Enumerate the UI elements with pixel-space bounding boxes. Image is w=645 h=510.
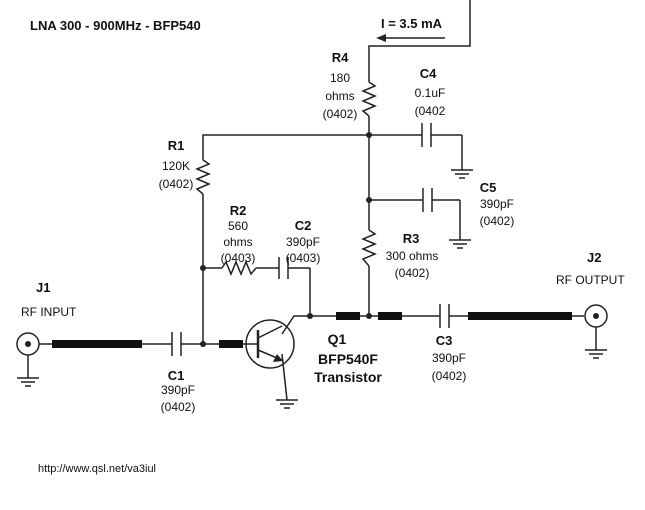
c4-value: 0.1uF bbox=[415, 86, 446, 100]
connector-j2 bbox=[584, 304, 608, 328]
r2-value: 560 bbox=[228, 219, 248, 233]
label-r2: R2 560 ohms (0403) bbox=[221, 203, 256, 265]
c3-ref: C3 bbox=[436, 333, 453, 348]
j2-name: RF OUTPUT bbox=[556, 273, 625, 287]
r4-package: (0402) bbox=[323, 107, 358, 121]
c5-ref: C5 bbox=[480, 180, 497, 195]
source-url: http://www.qsl.net/va3iul bbox=[38, 463, 156, 475]
j2-ref: J2 bbox=[587, 250, 601, 265]
resistor-r1 bbox=[195, 159, 211, 195]
capacitor-c1 bbox=[171, 332, 182, 356]
transmission-lines bbox=[52, 312, 572, 348]
c3-value: 390pF bbox=[432, 351, 466, 365]
c1-value: 390pF bbox=[161, 383, 195, 397]
capacitor-c4 bbox=[421, 123, 432, 147]
c5-package: (0402) bbox=[480, 214, 515, 228]
c3-package: (0402) bbox=[432, 369, 467, 383]
r1-ref: R1 bbox=[168, 138, 185, 153]
connector-j1 bbox=[16, 332, 40, 356]
j1-ref: J1 bbox=[36, 280, 50, 295]
r3-value: 300 ohms bbox=[386, 249, 439, 263]
label-r1: R1 120K (0402) bbox=[159, 138, 194, 191]
c1-package: (0402) bbox=[161, 400, 196, 414]
capacitor-c2 bbox=[278, 257, 289, 279]
c2-ref: C2 bbox=[295, 218, 312, 233]
r1-value: 120K bbox=[162, 159, 190, 173]
r2-ref: R2 bbox=[230, 203, 247, 218]
r1-package: (0402) bbox=[159, 177, 194, 191]
c4-ref: C4 bbox=[420, 66, 437, 81]
r4-ref: R4 bbox=[332, 50, 349, 65]
resistor-r4 bbox=[361, 81, 377, 117]
ground-symbols bbox=[16, 169, 608, 409]
r4-unit: ohms bbox=[325, 89, 354, 103]
capacitor-c3 bbox=[439, 304, 450, 328]
label-r3: R3 300 ohms (0402) bbox=[386, 231, 439, 280]
r4-value: 180 bbox=[330, 71, 350, 85]
q1-part: BFP540F bbox=[318, 351, 378, 367]
label-q1: Q1 BFP540F Transistor bbox=[314, 331, 382, 385]
c2-package: (0403) bbox=[286, 251, 321, 265]
label-c2: C2 390pF (0403) bbox=[286, 218, 321, 265]
label-r4: R4 180 ohms (0402) bbox=[323, 50, 358, 121]
resistor-r3 bbox=[361, 229, 377, 267]
r3-package: (0402) bbox=[395, 266, 430, 280]
r3-ref: R3 bbox=[403, 231, 420, 246]
label-c1: C1 390pF (0402) bbox=[161, 368, 196, 414]
c2-value: 390pF bbox=[286, 235, 320, 249]
current-label: I = 3.5 mA bbox=[381, 16, 443, 31]
transistor-q1 bbox=[245, 319, 295, 369]
r2-package: (0403) bbox=[221, 251, 256, 265]
label-j2: J2 RF OUTPUT bbox=[556, 250, 625, 287]
capacitor-c5 bbox=[422, 188, 433, 212]
label-c4: C4 0.1uF (0402 bbox=[415, 66, 446, 118]
resistor-r2 bbox=[221, 260, 257, 276]
j1-name: RF INPUT bbox=[21, 305, 77, 319]
junction-dots bbox=[200, 132, 372, 347]
c5-value: 390pF bbox=[480, 197, 514, 211]
diagram-title: LNA 300 - 900MHz - BFP540 bbox=[30, 18, 201, 33]
r2-unit: ohms bbox=[223, 235, 252, 249]
label-c3: C3 390pF (0402) bbox=[432, 333, 467, 383]
c4-package: (0402 bbox=[415, 104, 446, 118]
label-j1: J1 RF INPUT bbox=[21, 280, 77, 319]
q1-desc: Transistor bbox=[314, 369, 382, 385]
wires bbox=[36, 0, 584, 401]
label-c5: C5 390pF (0402) bbox=[480, 180, 515, 228]
q1-ref: Q1 bbox=[328, 331, 347, 347]
c1-ref: C1 bbox=[168, 368, 185, 383]
